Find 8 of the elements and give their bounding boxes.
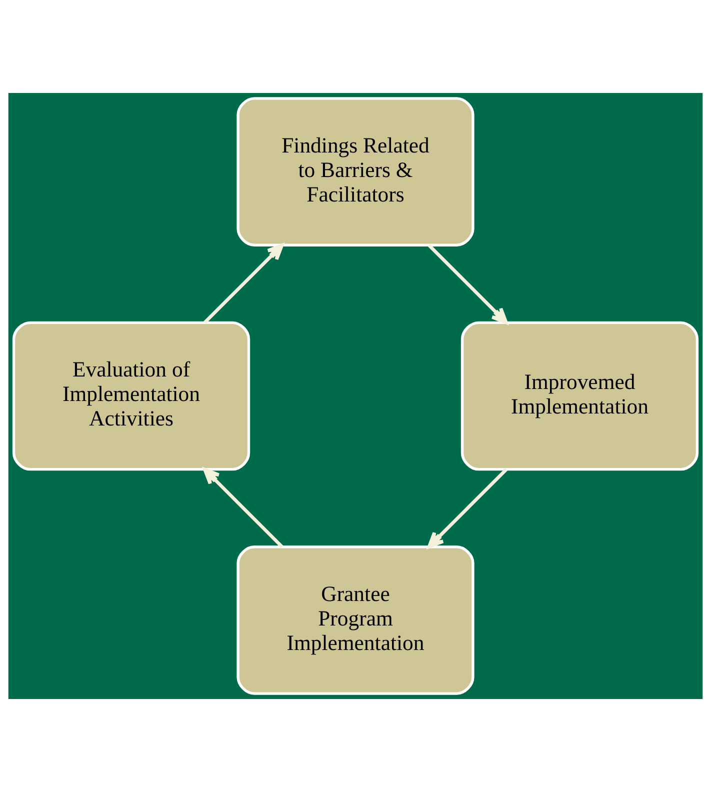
- node-box: Improvemed Implementation: [460, 321, 699, 471]
- node-box: Grantee Program Implementation: [236, 546, 474, 695]
- arrow: [427, 468, 508, 548]
- arrow: [428, 244, 508, 324]
- node-box: Evaluation of Implementation Activities: [12, 321, 250, 471]
- arrow: [203, 468, 284, 548]
- node-box: Findings Related to Barriers & Facilitators: [236, 97, 474, 246]
- arrow: [203, 244, 284, 324]
